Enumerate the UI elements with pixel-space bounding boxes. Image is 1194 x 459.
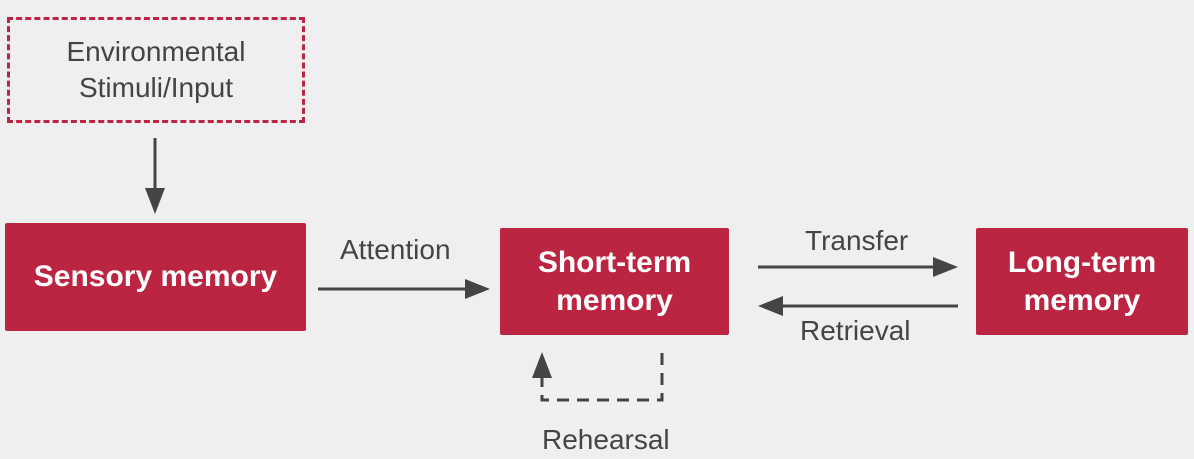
environmental-input-node: Environmental Stimuli/Input (7, 17, 305, 123)
rehearsal-label: Rehearsal (542, 424, 670, 455)
rehearsal-loop (540, 353, 664, 402)
retrieval-arrowhead (758, 296, 783, 316)
long-term-memory-label: Long-term memory (1007, 245, 1157, 317)
short-term-memory-node: Short-term memory (500, 228, 729, 335)
long-term-memory-node: Long-term memory (976, 228, 1188, 335)
attention-arrowhead (465, 279, 490, 299)
sensory-memory-label: Sensory memory (33, 260, 278, 293)
rehearsal-arrowhead (532, 352, 552, 378)
transfer-arrowhead (933, 257, 958, 277)
transfer-label: Transfer (805, 225, 909, 256)
retrieval-label: Retrieval (800, 315, 911, 346)
short-term-memory-label: Short-term memory (537, 245, 692, 317)
sensory-memory-node: Sensory memory (5, 223, 306, 331)
environmental-input-label: Environmental Stimuli/Input (66, 36, 246, 103)
input-to-sensory-arrowhead (145, 188, 165, 214)
attention-label: Attention (340, 234, 451, 265)
